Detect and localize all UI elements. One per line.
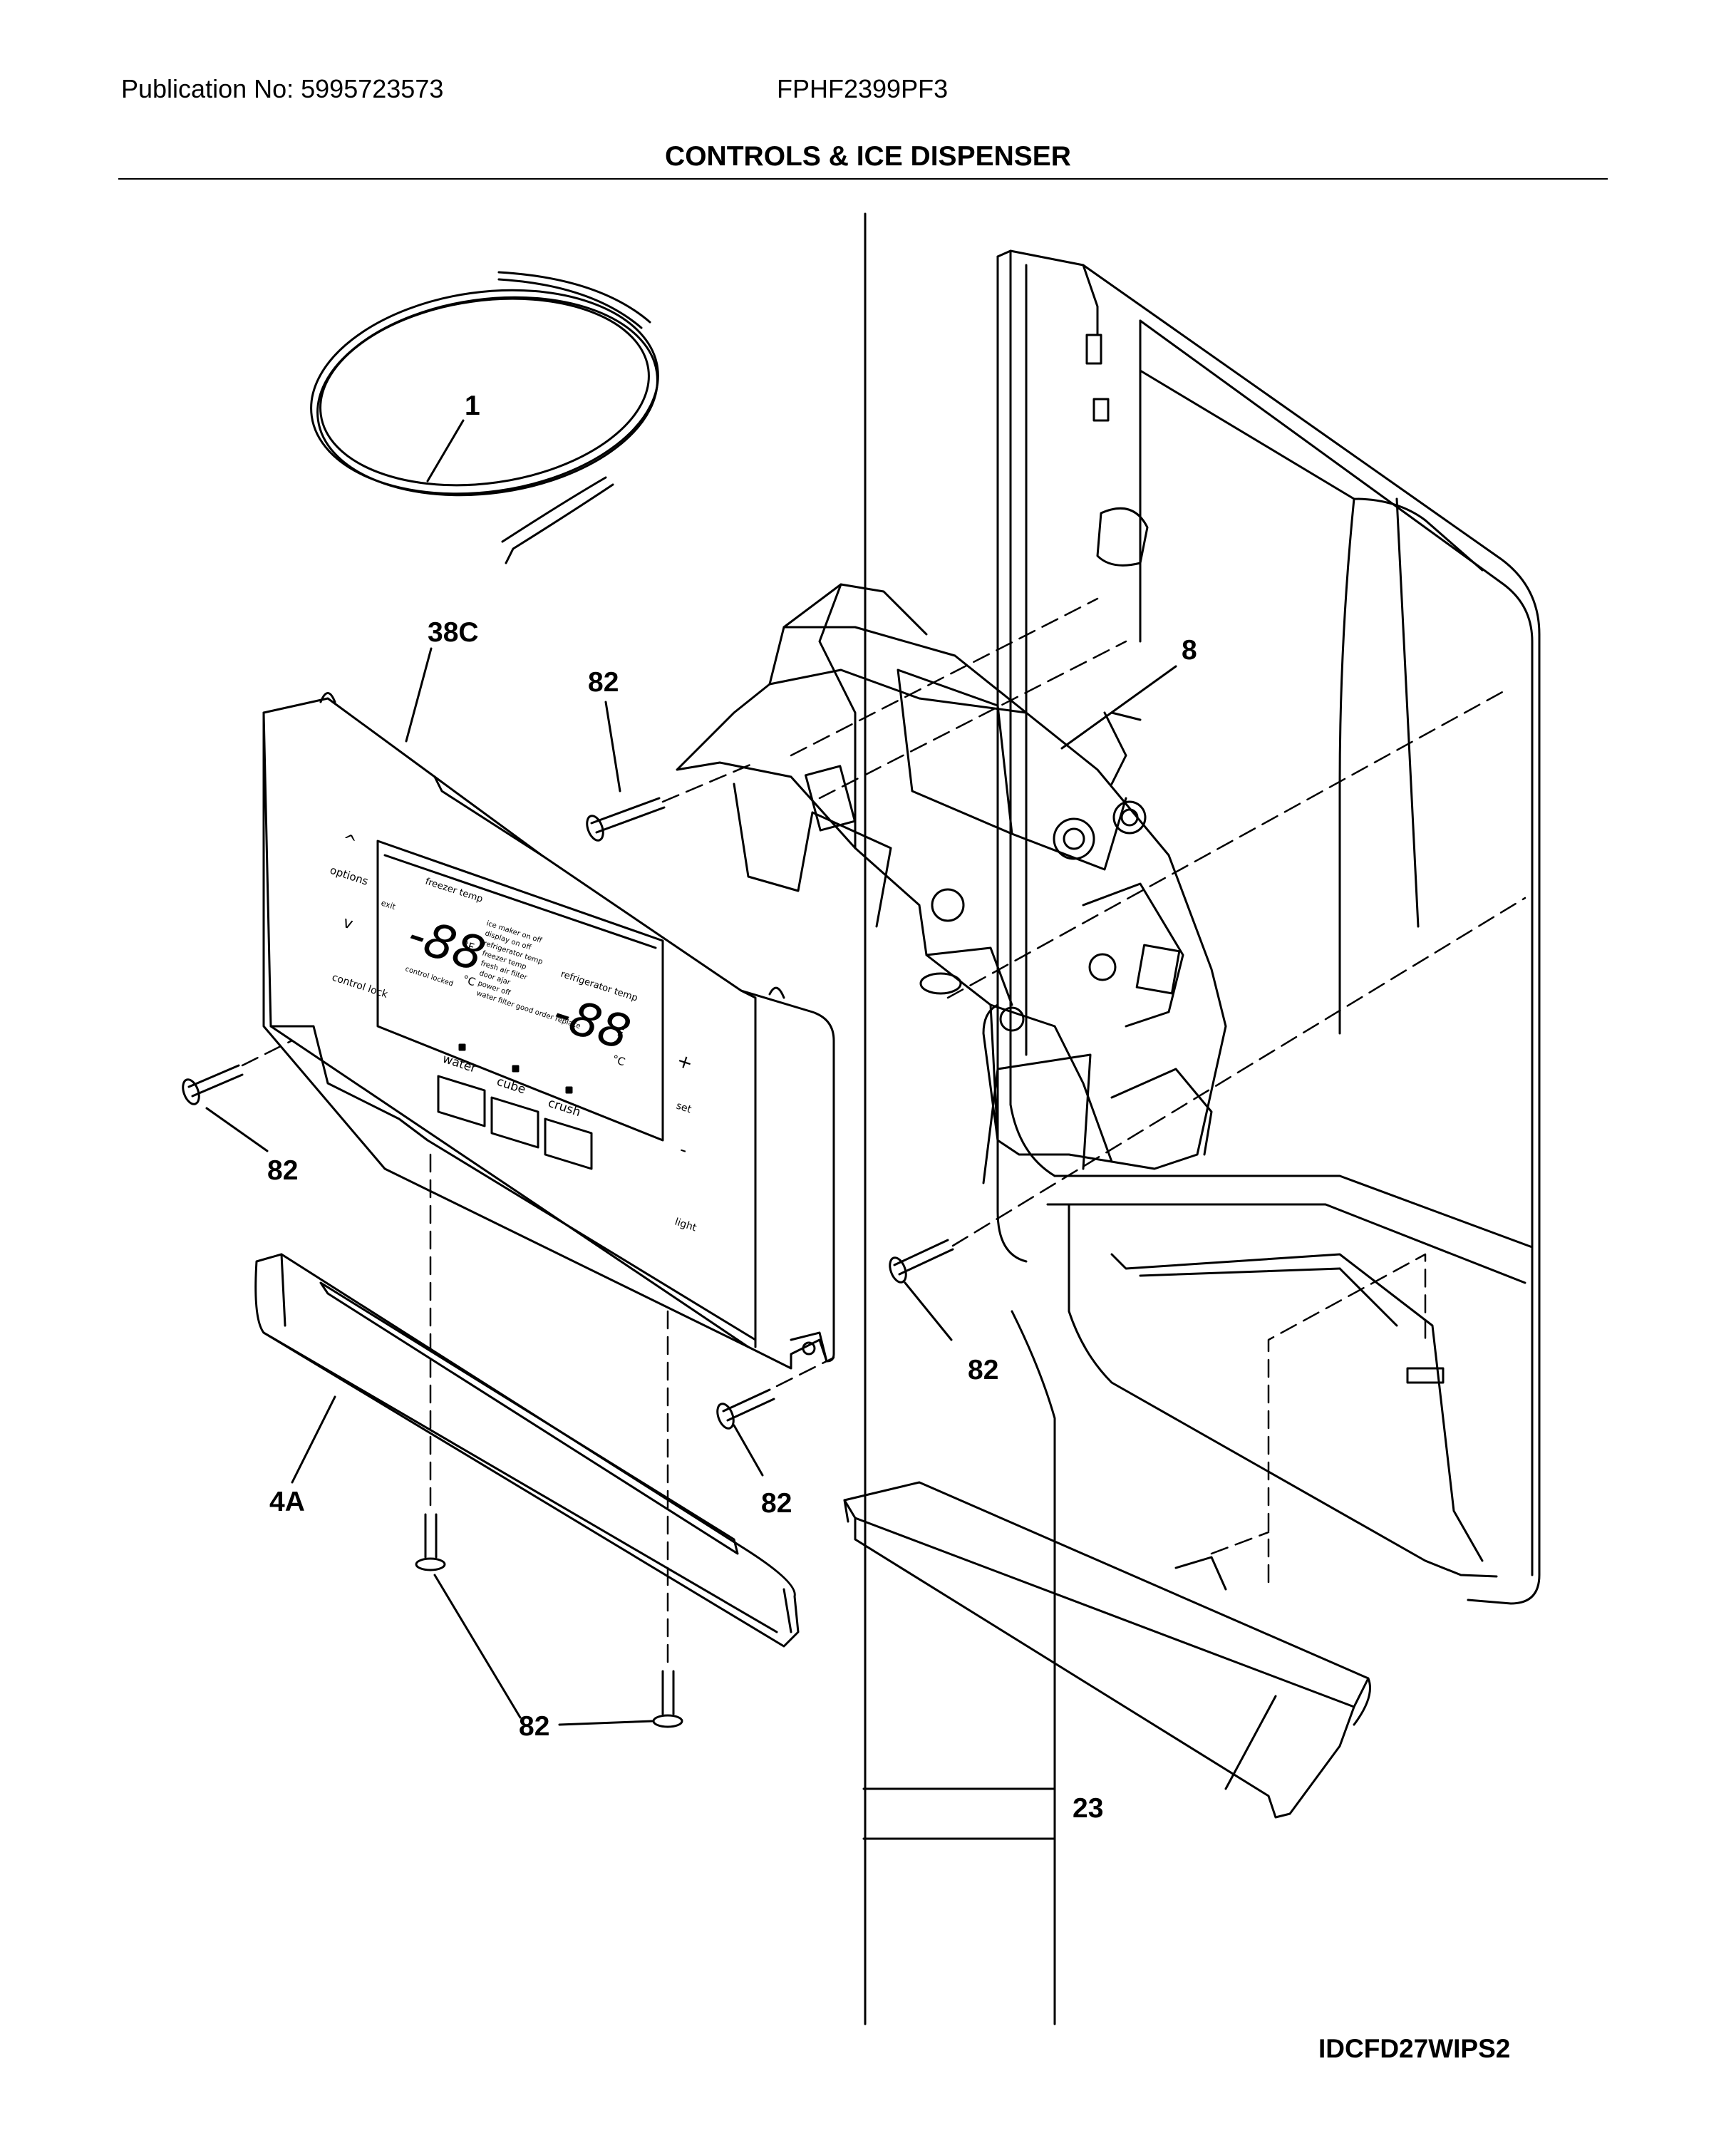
- publication-number: Publication No: 5995723573: [121, 74, 444, 103]
- minus-label: -: [677, 1139, 690, 1161]
- drip-tray: [843, 1481, 1371, 1819]
- door-dispenser-recess: [862, 249, 1541, 2025]
- freezer-deg-c: °C: [461, 973, 477, 989]
- callout-4a: 4A: [269, 1487, 305, 1517]
- callout-82-top: 82: [588, 667, 619, 698]
- water-label: water: [440, 1052, 477, 1076]
- model-number: FPHF2399PF3: [777, 74, 949, 103]
- alignment-lines: [241, 597, 1526, 1669]
- panel-exit-label: exit: [380, 898, 397, 912]
- callout-8: 8: [1182, 635, 1197, 666]
- water-tubing: [310, 271, 659, 564]
- callout-82-mid: 82: [761, 1488, 792, 1519]
- crush-label: crush: [546, 1096, 582, 1120]
- plus-label: +: [674, 1050, 696, 1075]
- panel-labels: ^ options v control lock exit freezer te…: [329, 830, 698, 1234]
- set-label: set: [675, 1100, 693, 1116]
- header-rule: [118, 178, 1608, 180]
- leader-lines: [205, 419, 1277, 1790]
- panel-control-lock-label: control lock: [331, 972, 390, 1001]
- callout-1: 1: [465, 391, 480, 421]
- freezer-temp-label: freezer temp: [424, 877, 484, 905]
- panel-options-label: options: [329, 864, 370, 888]
- callouts: 1 38C 8 82 82 82 82 4A 82 23: [267, 391, 1197, 1824]
- callout-23: 23: [1073, 1793, 1103, 1824]
- callout-82-bottom: 82: [519, 1711, 549, 1742]
- panel-down-label: v: [341, 914, 355, 934]
- section-title: CONTROLS & ICE DISPENSER: [665, 141, 1071, 172]
- cube-label: cube: [495, 1075, 527, 1098]
- control-panel: [262, 692, 835, 1370]
- freezer-deg-f: °F: [461, 939, 476, 954]
- screws: [182, 797, 954, 1728]
- light-label: light: [673, 1217, 698, 1234]
- callout-82-right: 82: [968, 1355, 998, 1385]
- refrigerator-deg-f: °F: [611, 1024, 626, 1040]
- refrigerator-deg-c: °C: [611, 1053, 627, 1069]
- callout-82-left: 82: [267, 1155, 298, 1186]
- panel-up-label: ^: [339, 830, 359, 853]
- callout-38c: 38C: [428, 617, 479, 648]
- diagram-code: IDCFD27WIPS2: [1318, 2034, 1511, 2063]
- dispenser-trim: [254, 1253, 800, 1648]
